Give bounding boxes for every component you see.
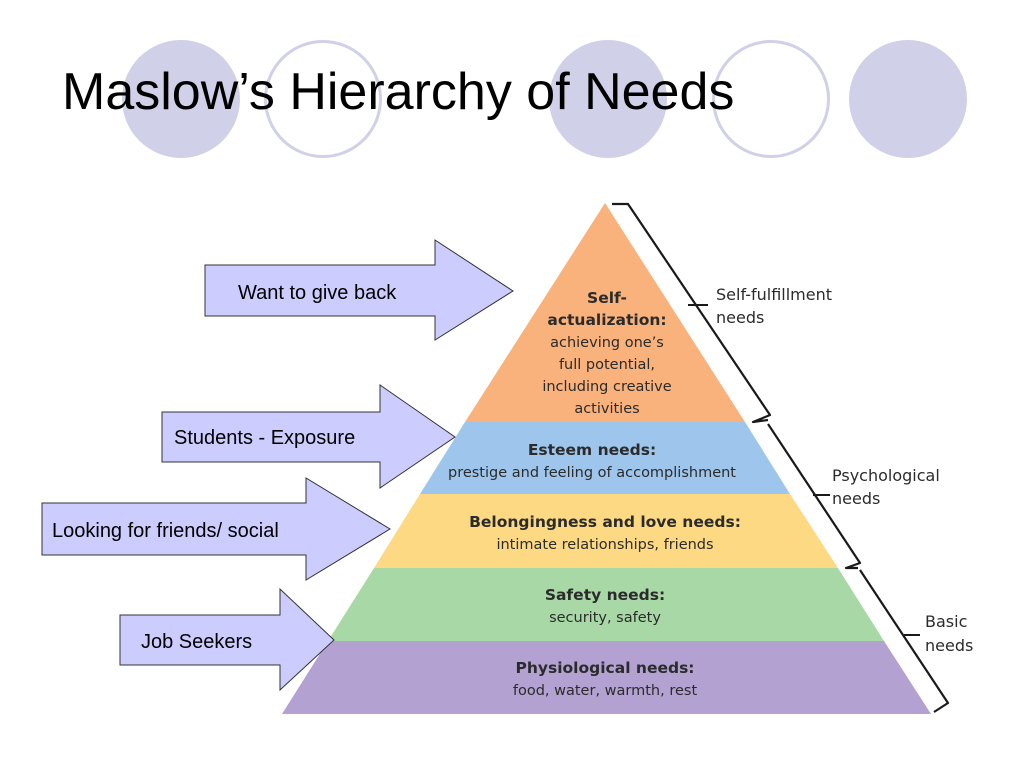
arrow-label: Students - Exposure: [174, 427, 355, 449]
arrow-looking-for-friends: Looking for friends/ social: [41, 477, 391, 581]
decorative-circle: [122, 40, 240, 158]
tier-description: security, safety: [549, 610, 661, 626]
decorative-circle: [549, 40, 667, 158]
tier-physiological-shape: [282, 641, 931, 714]
group-label-line: needs: [925, 636, 973, 655]
decorative-circle: [264, 40, 382, 158]
tier-safety-text: Safety needs: security, safety: [545, 586, 665, 626]
decorative-circle: [849, 40, 967, 158]
arrow-job-seekers: Job Seekers: [119, 587, 335, 692]
group-label-line: needs: [716, 308, 764, 327]
bracket-basic: [859, 569, 950, 713]
group-label-line: Self-fulfillment: [716, 285, 832, 304]
tier-self-actualization-shape: [465, 203, 745, 422]
arrow-label: Looking for friends/ social: [52, 520, 279, 542]
tier-heading: actualization:: [547, 311, 666, 329]
tier-heading: Self-: [587, 289, 627, 307]
group-label-line: Psychological: [832, 466, 940, 485]
group-label-line: Basic: [925, 612, 967, 631]
arrow-label: Want to give back: [238, 282, 397, 304]
group-label-basic: Basic needs: [925, 612, 973, 655]
tier-heading: Physiological needs:: [516, 659, 695, 677]
tier-heading: Safety needs:: [545, 586, 665, 604]
decorative-circle: [712, 40, 830, 158]
tier-esteem-shape: [420, 422, 790, 494]
tier-heading: Belongingness and love needs:: [469, 513, 741, 531]
tier-description: full potential,: [559, 357, 655, 373]
arrow-shape: [204, 239, 514, 341]
group-label-line: needs: [832, 489, 880, 508]
tier-safety-shape: [328, 568, 884, 641]
tier-self-actualization-text: Self- actualization: achieving one’s ful…: [542, 289, 671, 417]
bracket-self-fulfillment: [612, 202, 772, 424]
tier-esteem-text: Esteem needs: prestige and feeling of ac…: [448, 441, 736, 481]
arrow-students-exposure: Students - Exposure: [161, 384, 456, 489]
slide-title: Maslow’s Hierarchy of Needs: [62, 63, 735, 121]
tier-description: activities: [574, 401, 639, 417]
arrow-shape: [119, 587, 335, 692]
tier-description: food, water, warmth, rest: [513, 683, 698, 699]
tier-description: intimate relationships, friends: [496, 537, 713, 553]
group-label-psychological: Psychological needs: [832, 466, 940, 508]
tier-belongingness-text: Belongingness and love needs: intimate r…: [469, 513, 741, 553]
group-label-self-fulfillment: Self-fulfillment needs: [716, 285, 832, 327]
arrow-shape: [41, 477, 391, 581]
tier-description: achieving one’s: [550, 335, 664, 351]
tier-belongingness-shape: [374, 494, 838, 568]
tier-description: including creative: [542, 379, 671, 395]
arrow-shape: [161, 384, 456, 489]
arrow-want-to-give-back: Want to give back: [204, 239, 514, 341]
arrow-label: Job Seekers: [141, 631, 252, 653]
tier-description: prestige and feeling of accomplishment: [448, 465, 736, 481]
tier-heading: Esteem needs:: [528, 441, 656, 459]
bracket-psychological: [767, 423, 862, 570]
tier-physiological-text: Physiological needs: food, water, warmth…: [513, 659, 698, 699]
